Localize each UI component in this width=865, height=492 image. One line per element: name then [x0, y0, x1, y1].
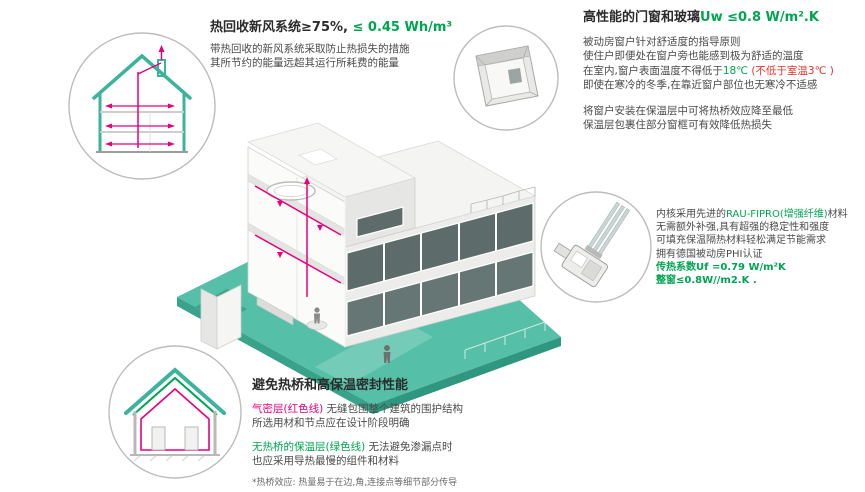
- airtight-line2: 所选用材和节点应在设计阶段明确: [252, 417, 410, 430]
- profile-line1-text2: 材料: [827, 209, 848, 220]
- hrv-callout-circle: [66, 30, 218, 182]
- hrv-duct-network: [105, 45, 175, 148]
- thermal-house-section: [124, 367, 226, 462]
- window-corner-callout-circle: [452, 24, 560, 132]
- hrv-title: 热回收新风系统≥75%, ≤ 0.45 Wh/m³: [210, 20, 555, 36]
- windows-title-text: 高性能的门窗和玻璃: [583, 10, 701, 25]
- windows-p1-line2: 使住户即便处在窗户旁也能感到极为舒适的温度: [583, 50, 804, 63]
- window-profile-cross-section: [553, 201, 631, 288]
- windows-section: 高性能的门窗和玻璃Uw ≤0.8 W/m².K 被动房窗户针对舒适度的指导原则 …: [583, 10, 861, 132]
- windows-title-value: Uw ≤0.8 W/m².K: [700, 10, 819, 25]
- windows-p1-line1: 被动房窗户针对舒适度的指导原则: [583, 36, 741, 49]
- insulation-green-line: [132, 376, 218, 416]
- hrv-title-text: 热回收新风系统≥75%,: [210, 20, 348, 35]
- thermal-title: 避免热桥和高保温密封性能: [252, 378, 409, 393]
- window-profile-callout-circle: [539, 190, 653, 304]
- kitchen-counter: [256, 296, 294, 326]
- windows-p1-line4: 即使在寒冷的冬季,在靠近窗户部位也无寒冷不适感: [583, 78, 818, 91]
- hrv-desc-line1: 带热回收的新风系统采取防止热损失的措施: [210, 43, 410, 56]
- hrv-desc-line2: 其所节约的能量远超其运行所耗费的能量: [210, 57, 399, 70]
- tower: [246, 122, 417, 248]
- hrv-title-value: ≤ 0.45 Wh/m³: [347, 20, 453, 35]
- airtight-red-line: [140, 387, 210, 451]
- windows-title: 高性能的门窗和玻璃Uw ≤0.8 W/m².K: [583, 10, 861, 26]
- insulation-paragraph: 无热桥的保温层(绿色线) 无法避免渗漏点时 也应采用导热最慢的组件和材料: [252, 440, 582, 468]
- insulation-label: 无热桥的保温层(绿色线): [252, 440, 366, 453]
- thermal-callout-circle: [106, 343, 244, 481]
- windows-p1-line3-note: (不低于室温3℃ ): [748, 64, 834, 77]
- window-corner-detail: [475, 45, 539, 107]
- windows-paragraph-2: 将窗户安装在保温层中可将热桥效应降至最低 保温层包裹住部分窗框可有效降低热损失: [583, 104, 861, 132]
- windows-p1-line3-text: 在室内,窗户表面温度不得低于: [583, 64, 723, 77]
- table: [306, 320, 328, 330]
- windows-paragraph-1: 被动房窗户针对舒适度的指导原则 使住户即便处在窗户旁也能感到极为舒适的温度 在室…: [583, 35, 861, 92]
- profile-window-u-value: 整窗≤0.8W//m2.K .: [656, 274, 757, 286]
- airtight-line1: 气密层(红色线) 无缝包围整个建筑的围护结构: [252, 402, 582, 416]
- airtight-text: 无缝包围整个建筑的围护结构: [323, 403, 464, 416]
- hrv-section: 热回收新风系统≥75%, ≤ 0.45 Wh/m³ 带热回收的新风系统采取防止热…: [210, 20, 555, 71]
- thermal-callout-svg: [108, 345, 242, 479]
- insulation-text: 无法避免渗漏点时: [365, 440, 453, 453]
- profile-line4: 拥有德国被动房PHI认证: [656, 248, 763, 260]
- profile-line1: 内核采用先进的RAU-FIPRO(增强纤维)材料: [656, 208, 865, 221]
- profile-u-value: 传热系数Uf =0.79 W/m²K: [656, 261, 786, 273]
- insulation-line1: 无热桥的保温层(绿色线) 无法避免渗漏点时: [252, 440, 582, 454]
- profile-line1-material: RAU-FIPRO(增强纤维): [726, 209, 828, 220]
- people-figures: [314, 307, 391, 363]
- house-cutaway-svg: [177, 122, 561, 414]
- hrv-description: 带热回收的新风系统采取防止热损失的措施 其所节约的能量远超其运行所耗费的能量: [210, 42, 555, 70]
- thermal-section: 避免热桥和高保温密封性能 气密层(红色线) 无缝包围整个建筑的围护结构 所选用材…: [252, 378, 582, 488]
- windows-p2-line2: 保温层包裹住部分窗框可有效降低热损失: [583, 119, 772, 132]
- insulation-line2: 也应采用导热最慢的组件和材料: [252, 454, 399, 467]
- airtight-label: 气密层(红色线): [252, 403, 324, 416]
- bathtub: [266, 181, 316, 201]
- windows-p1-line3-temp: 18℃: [722, 64, 748, 77]
- window-corner-svg: [453, 25, 559, 131]
- hrv-callout-svg: [68, 32, 216, 180]
- isometric-house-illustration: [165, 85, 565, 415]
- window-profile-svg: [540, 191, 652, 303]
- profile-line1-text1: 内核采用先进的: [656, 209, 726, 220]
- profile-section: 内核采用先进的RAU-FIPRO(增强纤维)材料 无需额外补强,具有超强的稳定性…: [656, 208, 865, 287]
- profile-line2: 无需额外补强,具有超强的稳定性和强度: [656, 222, 830, 234]
- profile-line3: 可填充保温隔热材料轻松满足节能需求: [656, 235, 826, 247]
- stair-annex: [200, 284, 242, 350]
- airtight-paragraph: 气密层(红色线) 无缝包围整个建筑的围护结构 所选用材和节点应在设计阶段明确: [252, 402, 582, 430]
- windows-p1-line3: 在室内,窗户表面温度不得低于18℃ (不低于室温3℃ ): [583, 64, 861, 78]
- thermal-footnote: *热桥效应: 热量易于在边,角,连接点等细节部分传导: [252, 477, 458, 488]
- profile-description: 内核采用先进的RAU-FIPRO(增强纤维)材料 无需额外补强,具有超强的稳定性…: [656, 208, 865, 287]
- cutaway-interior: [247, 146, 346, 348]
- ventilation-ducts: [254, 177, 342, 297]
- windows-p2-line1: 将窗户安装在保温层中可将热桥效应降至最低: [583, 104, 793, 117]
- glazed-facade: [344, 195, 536, 348]
